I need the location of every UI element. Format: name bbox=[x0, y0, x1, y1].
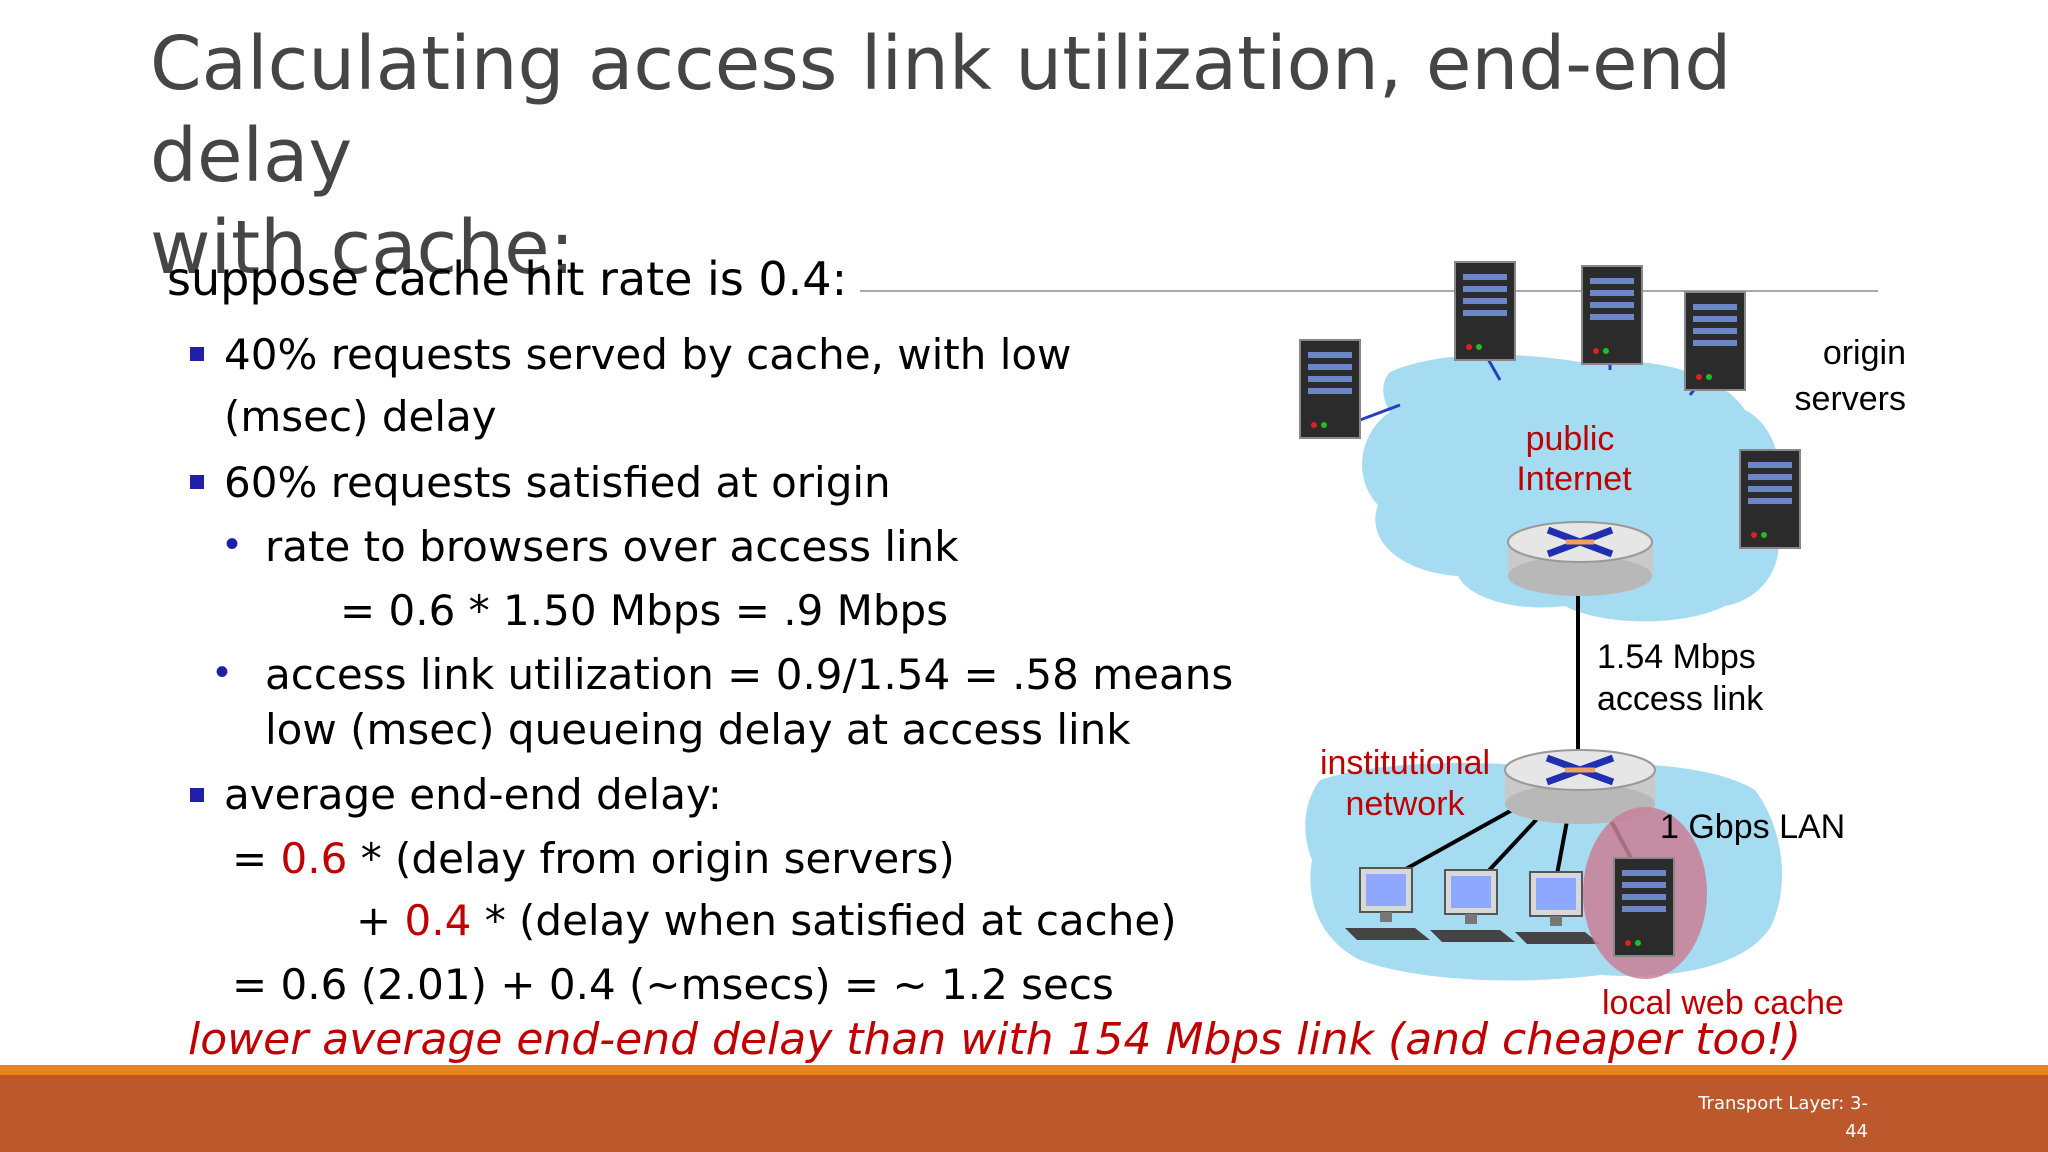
eq2-coefficient: 0.4 bbox=[404, 896, 472, 945]
sub-bullet-1-line-1: rate to browsers over access link bbox=[265, 522, 959, 571]
bullet-3: average end-end delay: bbox=[224, 770, 722, 819]
footer-accent-stripe bbox=[0, 1065, 2048, 1075]
desktop-pc-icon bbox=[1515, 871, 1600, 944]
title-divider bbox=[860, 290, 1878, 292]
lan-label: 1 Gbps LAN bbox=[1660, 808, 1845, 846]
slide-title: Calculating access link utilization, end… bbox=[150, 18, 1950, 294]
intro-text: suppose cache hit rate is 0.4: bbox=[167, 252, 848, 306]
desktop-pc-icon bbox=[1430, 869, 1515, 942]
eq1-coefficient: 0.6 bbox=[280, 834, 348, 883]
institutional-label-1: institutional bbox=[1320, 744, 1490, 782]
public-internet-label-2: Internet bbox=[1516, 460, 1632, 498]
sub-bullet-1-line-2: = 0.6 * 1.50 Mbps = .9 Mbps bbox=[340, 586, 949, 635]
eq2-rest: * (delay when satisfied at cache) bbox=[471, 896, 1177, 945]
sub-bullet-2-line-1: access link utilization = 0.9/1.54 = .58… bbox=[265, 650, 1234, 699]
equation-line-3: = 0.6 (2.01) + 0.4 (~msecs) = ~ 1.2 secs bbox=[232, 960, 1114, 1009]
institutional-label-2: network bbox=[1345, 785, 1465, 823]
equation-line-1: = 0.6 * (delay from origin servers) bbox=[232, 834, 955, 883]
public-internet-cloud bbox=[1362, 354, 1780, 622]
router-icon bbox=[1507, 521, 1653, 596]
slide-number-line-1: Transport Layer: 3- bbox=[1698, 1093, 1868, 1114]
eq1-prefix: = bbox=[232, 834, 281, 883]
slide-number-line-2: 44 bbox=[1845, 1121, 1868, 1142]
title-line-2: with cache: bbox=[150, 205, 575, 291]
router-icon bbox=[1504, 749, 1656, 824]
server-icon bbox=[1581, 265, 1643, 365]
server-icon bbox=[1299, 339, 1361, 439]
origin-servers-label-1: origin bbox=[1823, 334, 1906, 372]
bullet-1-line-1: 40% requests served by cache, with low bbox=[224, 330, 1072, 379]
access-link-label-1: 1.54 Mbps bbox=[1597, 638, 1756, 676]
bullet-square-icon bbox=[190, 347, 204, 361]
server-icon bbox=[1613, 857, 1675, 957]
footer-band bbox=[0, 1075, 2048, 1152]
bullet-square-icon bbox=[190, 788, 204, 802]
server-icon bbox=[1684, 291, 1746, 391]
access-link-label-2: access link bbox=[1597, 680, 1764, 718]
title-line-1: Calculating access link utilization, end… bbox=[150, 21, 1732, 199]
eq2-prefix: + bbox=[356, 896, 405, 945]
desktop-pc-icon bbox=[1345, 867, 1430, 940]
bullet-dot-icon: • bbox=[215, 650, 230, 694]
eq1-rest: * (delay from origin servers) bbox=[347, 834, 955, 883]
bullet-dot-icon: • bbox=[225, 522, 240, 566]
slide-number: Transport Layer: 3- 44 bbox=[1690, 1090, 1868, 1146]
conclusion-text: lower average end-end delay than with 15… bbox=[188, 1014, 1802, 1065]
public-internet-label-1: public bbox=[1526, 420, 1615, 458]
sub-bullet-2-line-2: low (msec) queueing delay at access link bbox=[265, 705, 1131, 754]
server-icon bbox=[1739, 449, 1801, 549]
equation-line-2: + 0.4 * (delay when satisfied at cache) bbox=[356, 896, 1177, 945]
bullet-square-icon bbox=[190, 475, 204, 489]
bullet-1-line-2: (msec) delay bbox=[224, 392, 497, 441]
server-icon bbox=[1454, 261, 1516, 361]
local-web-cache-label: local web cache bbox=[1602, 984, 1844, 1022]
origin-servers-label-2: servers bbox=[1795, 380, 1906, 418]
bullet-2: 60% requests satisfied at origin bbox=[224, 458, 891, 507]
